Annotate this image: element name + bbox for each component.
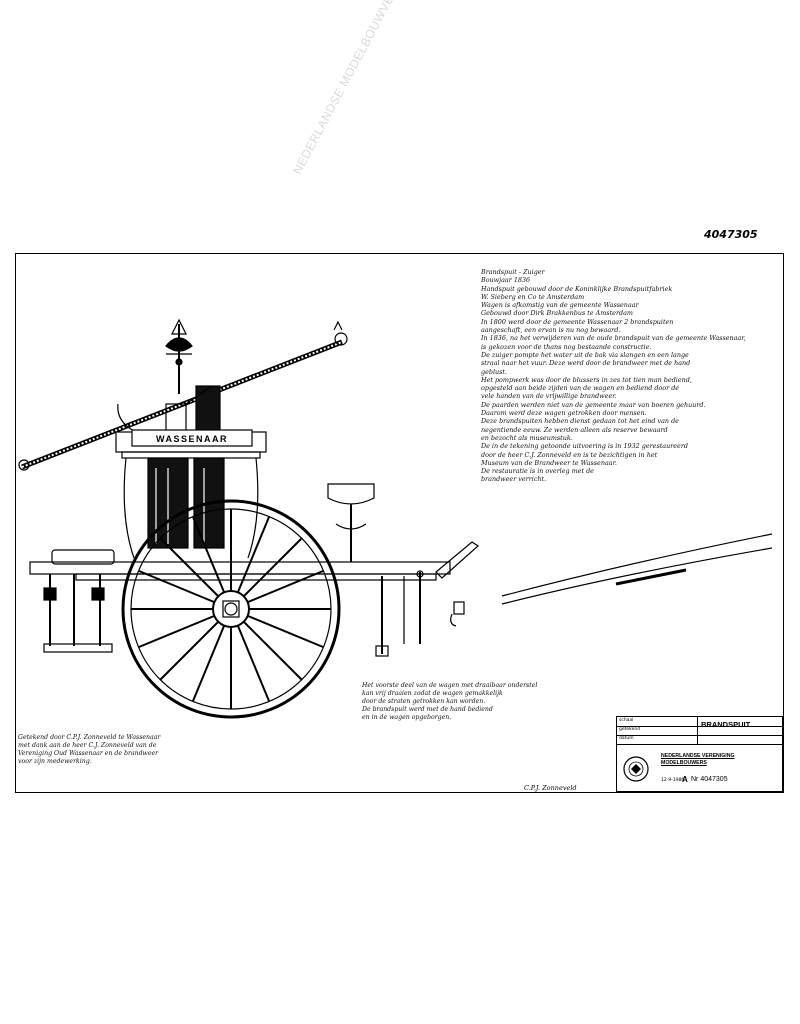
note-line: Brandspuit - Zuiger [481,268,545,276]
front-steering [375,541,479,657]
nameplate: WASSENAAR [131,429,253,447]
large-wheel [121,499,341,719]
ornament-finial [165,318,193,394]
credit-line: voor zijn medewerking. [18,758,92,765]
title-block-drawing-number: Nr 4047305 [691,776,728,783]
credit-line: Vereniging Oud Wassenaar en de brandweer [18,750,159,757]
wagon-note: Het voorste deel van de wagen met draaib… [362,682,612,722]
fire-pump-wagon-drawing: WASSENAAR [18,318,773,719]
note-line: Gebouwd door Dirk Brakkenbus te Amsterda… [481,309,633,318]
chassis [29,549,451,653]
credit-note: Getekend door C.P.J. Zonneveld te Wassen… [18,734,218,766]
organization-line-2: MODELBOUWERS [661,759,707,766]
title-block-row-3: datum [617,735,782,745]
note-line: aangeschaft, een ervan is nu nog bewaard… [481,326,621,335]
credit-line: met dank aan de heer C.J. Zonneveld van … [18,742,157,749]
signature: C.P.J. Zonneveld [524,784,577,792]
note-line: Wagen is afkomstig van de gemeente Wasse… [481,301,639,310]
wagon-note-line: De brandspuit werd met de hand bediend [362,706,493,713]
note-line: geblust. [481,367,508,376]
note-line: Bouwjaar 1836 [481,276,531,285]
driver-seat [327,483,375,562]
note-line: negentiende eeuw. Ze werden alleen als r… [481,425,668,434]
note-line: straal naar het vuur. Deze werd door de … [481,359,691,368]
note-line: is gekozen voor de thans nog bestaande c… [481,342,652,351]
title-block-row-2: getekend [617,726,782,736]
note-line: W. Sieberg en Co te Amsterdam [481,292,585,301]
drawbar [501,533,773,605]
title-block-label-drawn: getekend [619,727,641,732]
note-line: De restauratie is in overleg met de [481,467,594,476]
note-line: In 1800 werd door de gemeente Wassenaar … [481,317,674,326]
note-line: De zuiger pompte het water uit de bak vi… [481,350,689,359]
organization-line-1: NEDERLANDSE VERENIGING [661,753,735,759]
wheel-spokes [131,509,331,709]
association-logo [623,756,649,782]
note-line: In 1836, na het verwijderen van de oude … [481,334,746,343]
note-line: en bezocht als museumstuk. [481,433,573,442]
note-line: Deze brandspuiten hebben dienst gedaan t… [481,417,679,426]
title-block-label-date: datum [619,736,634,741]
title-block-size: A [682,775,688,784]
note-line: Daarom werd deze wagen getrokken door me… [481,409,647,418]
wagon-note-line: Het voorste deel van de wagen met draaib… [362,682,538,689]
wagon-note-line: door de straten getrokken kan worden. [362,698,486,705]
title-block: schaal getekend datum BRANDSPUIT NEDERLA… [616,716,783,792]
note-line: brandweer verricht. [481,475,547,484]
note-line: Handspuit gebouwd door de Koninklijke Br… [481,284,673,293]
note-line: De paarden werden niet van de gemeente m… [481,400,706,409]
note-line: vele handen van de vrijwillige brandweer… [481,392,617,401]
credit-line: Getekend door C.P.J. Zonneveld te Wassen… [18,734,161,741]
note-line: door de heer C.J. Zonneveld en is te bez… [481,450,658,459]
note-line: opgesteld aan beide zijden van de wagen … [481,384,680,393]
title-block-divider [697,717,698,744]
title-block-label-scale: schaal [619,718,634,723]
title-block-row-1: schaal [617,717,782,727]
nameplate-text: WASSENAAR [156,434,228,444]
wagon-note-line: kan vrij draaien zodat de wagen gemakkel… [362,690,503,697]
drawing-corner-code: 4047305 [704,228,758,241]
wagon-note-line: en in de wagen opgeborgen. [362,714,452,721]
note-line: De in de tekening getoonde uitvoering is… [481,442,688,451]
title-block-date: 12-9-1986 [661,778,685,783]
pump-body [115,385,267,559]
title-block-organization: NEDERLANDSE VERENIGING MODELBOUWERS [661,753,781,766]
note-line: Museum van de Brandweer te Wassenaar. [481,458,617,467]
copyright-watermark: NEDERLANDSE MODELBOUWVERENIGINGEN.NL © C… [290,0,488,177]
title-block-title: BRANDSPUIT [701,720,751,729]
note-line: Het pompwerk was door de blussers in zes… [481,375,692,384]
